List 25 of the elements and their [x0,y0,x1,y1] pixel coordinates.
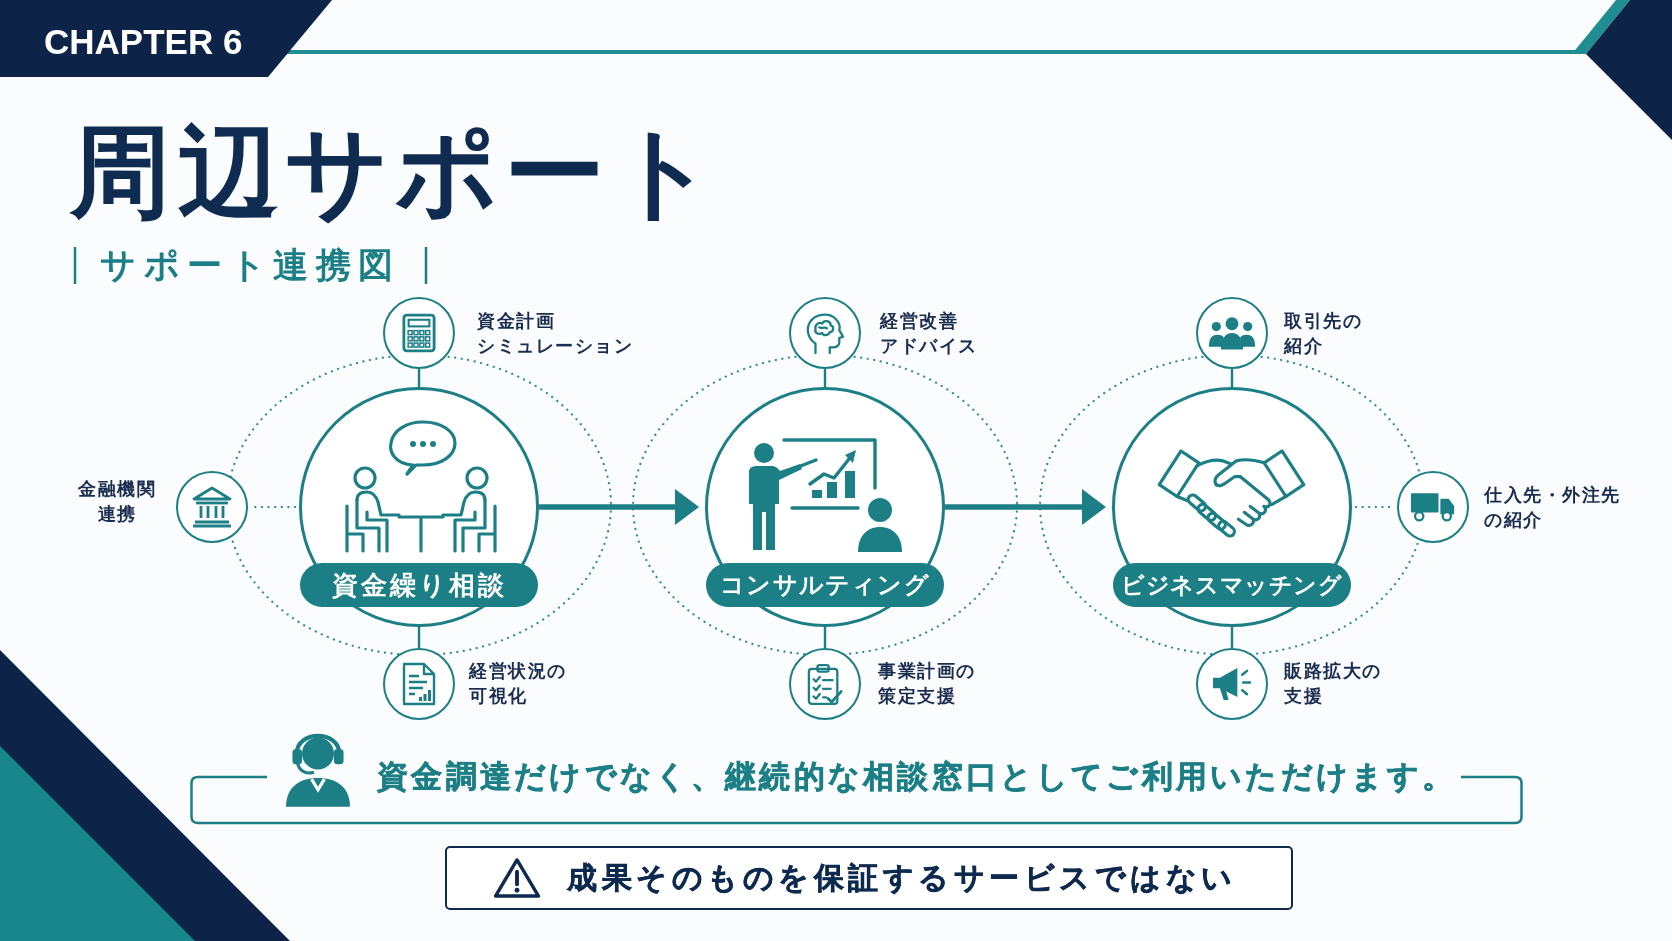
message-text: 資金調達だけでなく、継続的な相談窓口としてご利用いただけます。 [377,757,1457,796]
feature-circle [1196,648,1268,720]
service-label: ビジネスマッチング [1113,563,1351,607]
connector-line [1230,627,1234,648]
feature-caption: 経営改善アドバイス [880,309,979,358]
feature-caption: 仕入先・外注先の紹介 [1484,483,1622,532]
feature-caption: 取引先の紹介 [1284,309,1363,358]
service-label: 資金繰り相談 [300,563,538,607]
page-title: 周辺サポート [70,112,721,233]
feature-caption: 金融機関連携 [77,477,157,526]
feature-circle [383,648,455,720]
connector-line [417,627,421,648]
feature-caption: 経営状況の可視化 [469,659,568,708]
arrow [945,489,1106,525]
feature-caption: 事業計画の策定支援 [878,659,977,708]
feature-caption: 資金計画シミュレーション [477,309,634,358]
chapter-banner: CHAPTER 6 [0,0,332,77]
feature-caption: 販路拡大の支援 [1284,659,1383,708]
connector-line [823,627,827,648]
notice-text: 成果そのものを保証するサービスではない [567,859,1237,897]
notice-box [445,846,1293,910]
subtitle: サポート連携図 [100,244,401,286]
arrow [539,489,699,525]
feature-circle [789,648,861,720]
service-label: コンサルティング [706,563,944,607]
